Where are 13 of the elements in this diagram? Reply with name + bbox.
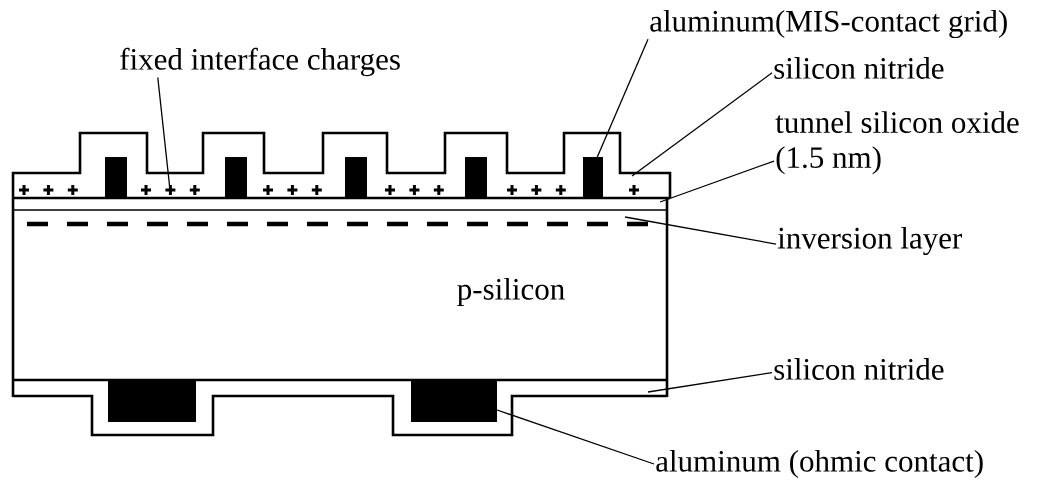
layer-label: aluminum(MIS-contact grid)	[650, 9, 1007, 39]
leader-line	[647, 372, 773, 393]
layer-label: fixed interface charges	[120, 47, 400, 77]
leader-line	[659, 160, 775, 203]
layer-label: silicon nitride	[774, 358, 944, 380]
region-label: p-silicon	[457, 277, 565, 307]
leader-line	[624, 216, 777, 245]
layer-label: tunnel silicon oxide (1.5 nm)	[775, 111, 1019, 175]
layer-label: inversion layer	[777, 226, 963, 256]
leader-line	[631, 72, 773, 177]
leader-line	[496, 409, 655, 465]
layer-label: silicon nitride	[774, 57, 944, 79]
layer-label: aluminum (ohmic contact)	[656, 449, 983, 479]
